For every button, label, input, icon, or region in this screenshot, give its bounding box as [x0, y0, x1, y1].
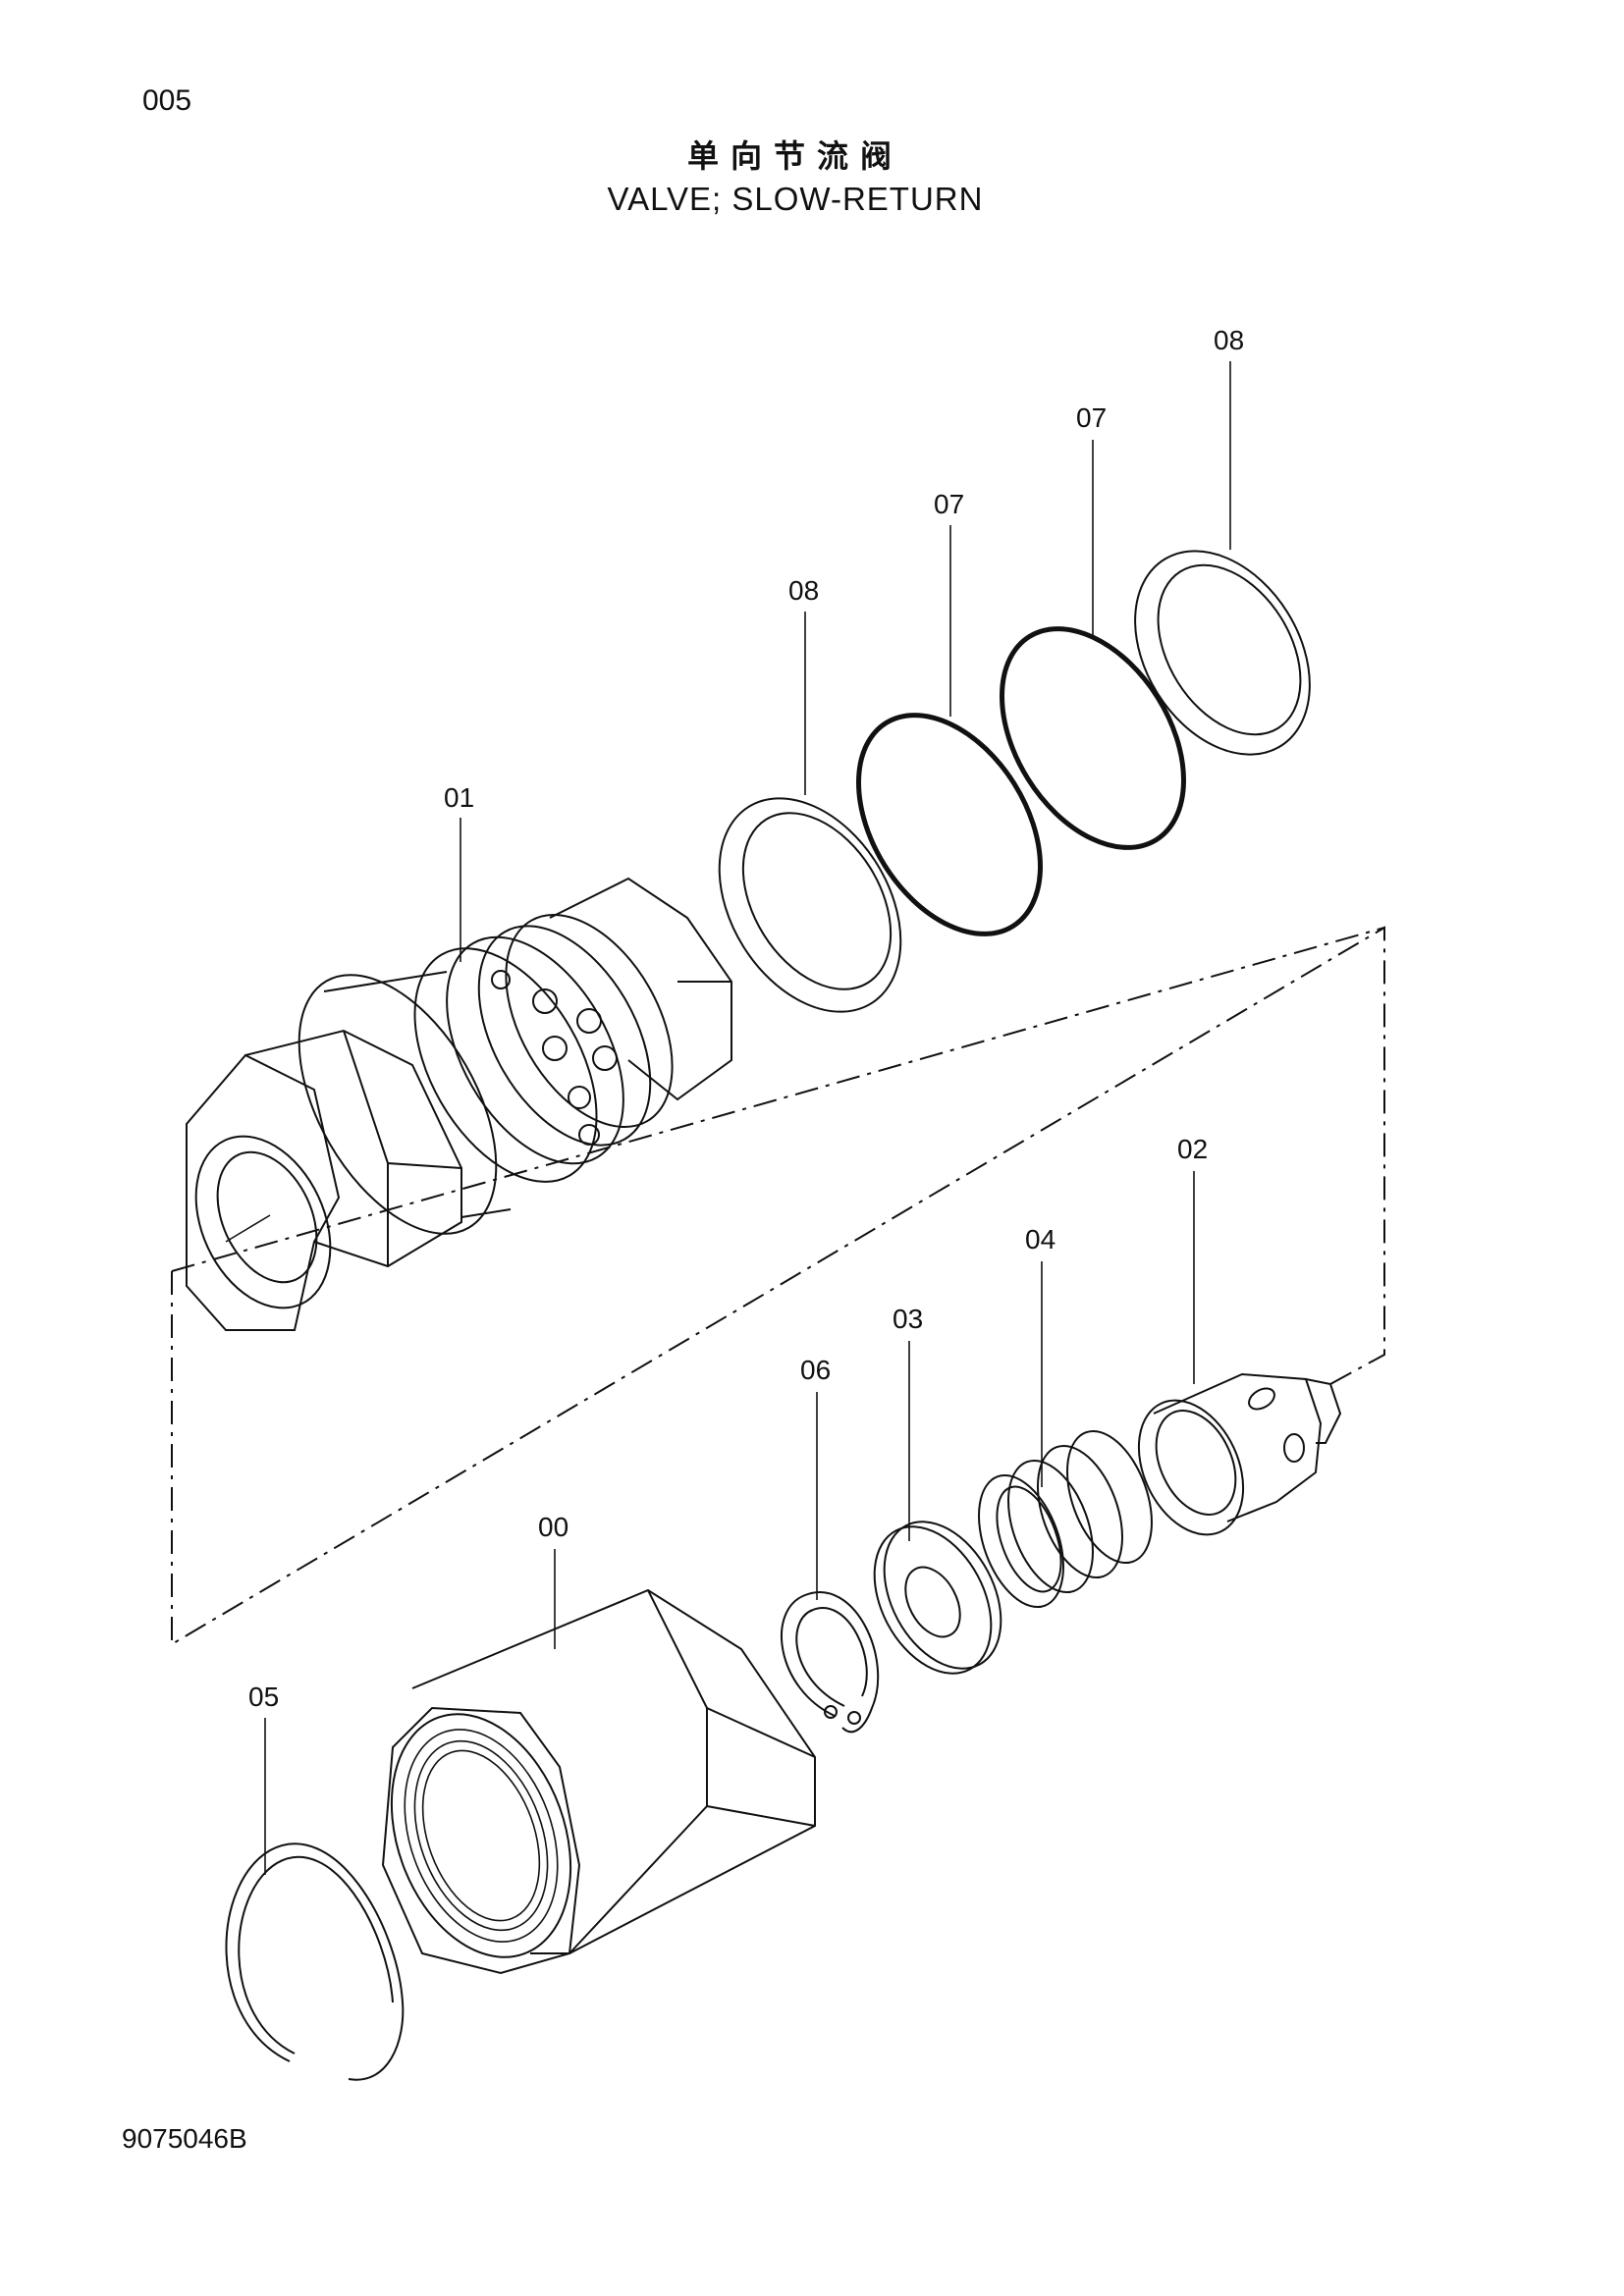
label-part-07-left: 07 [934, 489, 964, 519]
label-part-01: 01 [444, 782, 474, 813]
part-05-retaining-ring [225, 1842, 405, 2081]
label-part-06: 06 [800, 1355, 831, 1385]
part-00-hex-housing [381, 1588, 816, 1975]
page-number: 005 [142, 84, 192, 117]
label-part-00: 00 [538, 1512, 568, 1542]
part-07-o-ring-left [856, 713, 1043, 936]
label-part-04: 04 [1025, 1224, 1056, 1255]
part-08-backup-ring-left [718, 797, 902, 1013]
label-part-08-right: 08 [1214, 325, 1244, 355]
part-04-spring [978, 1429, 1153, 1609]
label-part-07-right: 07 [1076, 402, 1107, 433]
part-01-valve-body [186, 877, 732, 1331]
label-part-03: 03 [893, 1304, 923, 1334]
label-part-05: 05 [248, 1682, 279, 1712]
part-07-o-ring-right [1000, 626, 1186, 850]
title-english: VALVE; SLOW-RETURN [607, 181, 984, 217]
leader-lines [264, 361, 1231, 1875]
label-part-08-left: 08 [788, 575, 819, 606]
part-02-poppet [1137, 1372, 1342, 1536]
label-part-02: 02 [1177, 1134, 1208, 1164]
part-08-backup-ring-right [1134, 550, 1311, 756]
part-06-snap-ring [781, 1591, 880, 1734]
title-chinese: 单向节流阀 [686, 137, 903, 175]
part-03-seat [873, 1521, 1002, 1675]
drawing-code: 9075046B [122, 2123, 247, 2154]
assembly-centerlines [171, 926, 1385, 1646]
